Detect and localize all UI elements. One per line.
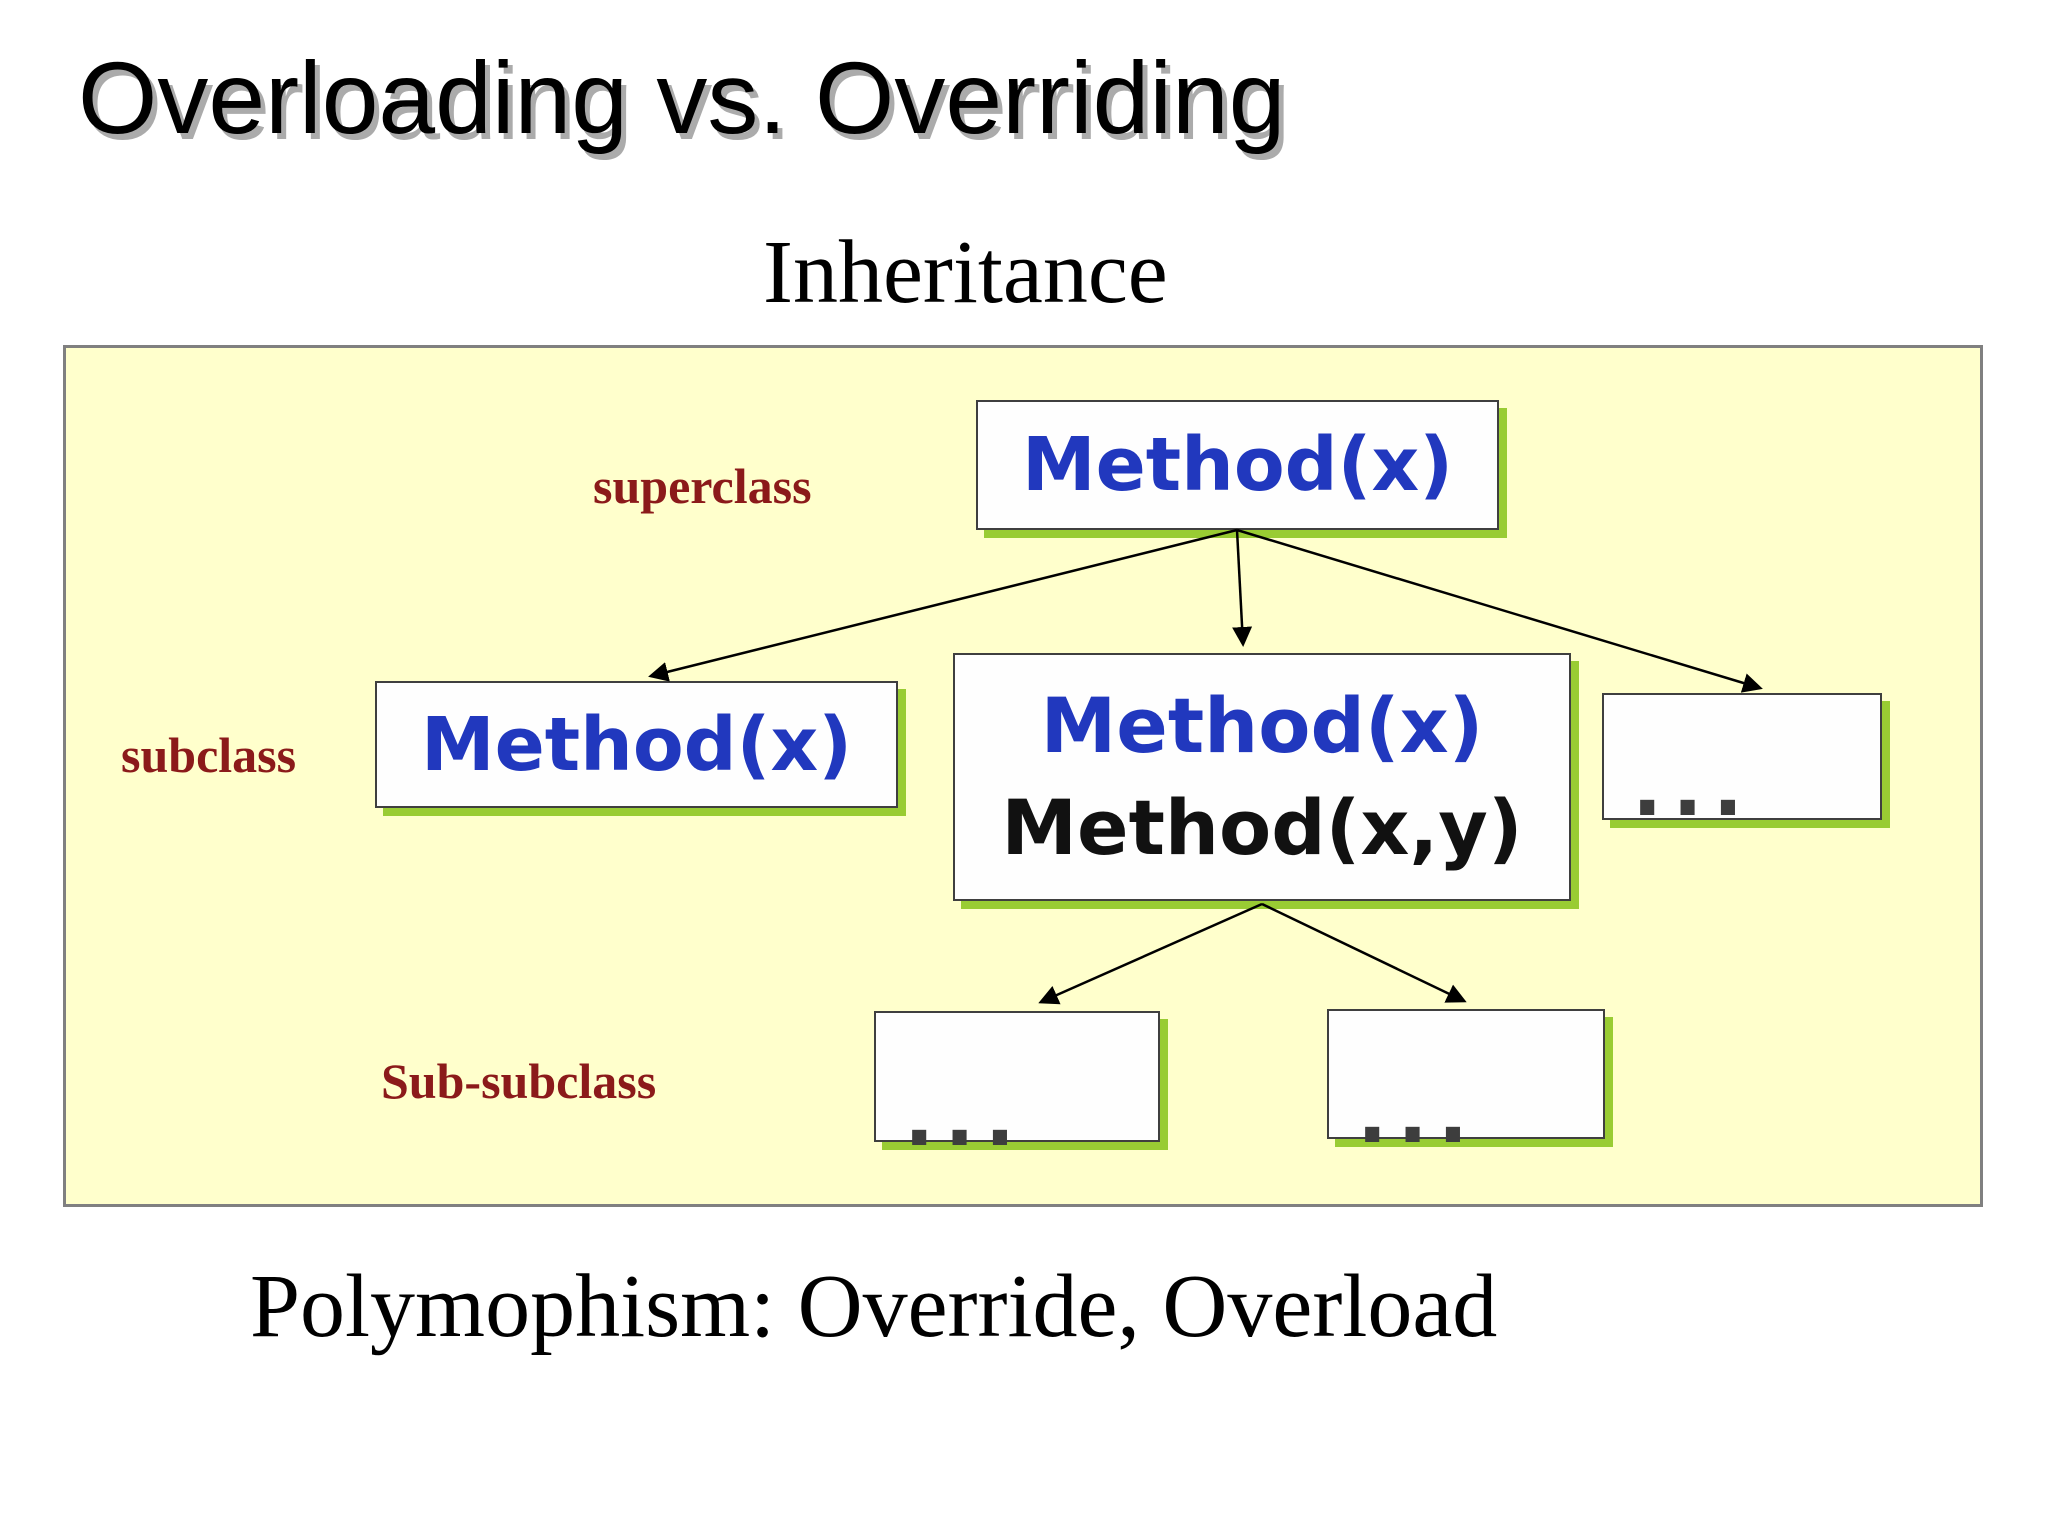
arrow-middle-to-left-subsubclass (1038, 902, 1263, 1005)
sub-subclass-row-label: Sub-subclass (381, 1053, 657, 1109)
polymorphism-caption: Polymophism: Override, Overload (250, 1257, 1498, 1356)
subclass-middle-method-node: Method(x) Method(x,y) (953, 653, 1571, 901)
inheritance-diagram-panel: superclass subclass Sub-subclass Method(… (63, 345, 1983, 1207)
page-title: Overloading vs. Overriding (78, 41, 1286, 155)
inheritance-heading: Inheritance (763, 223, 1168, 322)
superclass-method-node: Method(x) (976, 400, 1499, 530)
subclass-middle-overload-text: Method(x,y) (1001, 782, 1523, 872)
superclass-row-label: superclass (593, 458, 812, 514)
sub-subclass-left-ellipsis-node: ... (874, 1011, 1160, 1158)
sub-subclass-right-ellipsis-node: ... (1327, 1009, 1605, 1155)
subclass-middle-override-text: Method(x) (1040, 681, 1484, 771)
subclass-left-method-node: Method(x) (375, 681, 898, 808)
subclass-left-method-text: Method(x) (420, 701, 853, 788)
subclass-right-ellipsis-node: ... (1602, 693, 1882, 828)
subclass-row-label: subclass (121, 727, 297, 783)
arrow-middle-to-right-subsubclass (1261, 902, 1467, 1003)
superclass-method-text: Method(x) (1021, 422, 1454, 508)
arrow-superclass-to-middle-subclass (1232, 529, 1253, 647)
